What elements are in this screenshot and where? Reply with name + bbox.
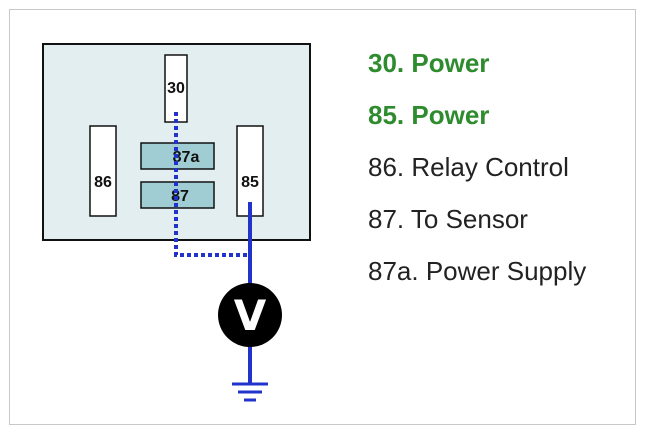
pin-85-label: 85 bbox=[241, 174, 259, 191]
voltmeter-symbol: V bbox=[234, 291, 267, 340]
pin-87a-label: 87a bbox=[173, 149, 200, 166]
pin-86: 86 bbox=[89, 125, 117, 217]
legend-item-86: 86. Relay Control bbox=[368, 152, 569, 182]
pin-86-label: 86 bbox=[94, 174, 112, 191]
pin-87-label: 87 bbox=[171, 188, 189, 205]
voltmeter-icon: V bbox=[218, 283, 282, 347]
pin-30-label: 30 bbox=[167, 80, 185, 97]
legend-item-87a: 87a. Power Supply bbox=[368, 256, 587, 286]
ground-icon bbox=[232, 382, 268, 402]
probe-wire-dotted bbox=[174, 112, 250, 257]
legend-item-87: 87. To Sensor bbox=[368, 204, 528, 234]
pin-legend: 30. Power 85. Power 86. Relay Control 87… bbox=[368, 46, 586, 306]
legend-item-85: 85. Power bbox=[368, 100, 490, 130]
legend-item-30: 30. Power bbox=[368, 48, 490, 78]
pin-30: 30 bbox=[164, 54, 188, 123]
pin-85: 85 bbox=[236, 125, 264, 217]
